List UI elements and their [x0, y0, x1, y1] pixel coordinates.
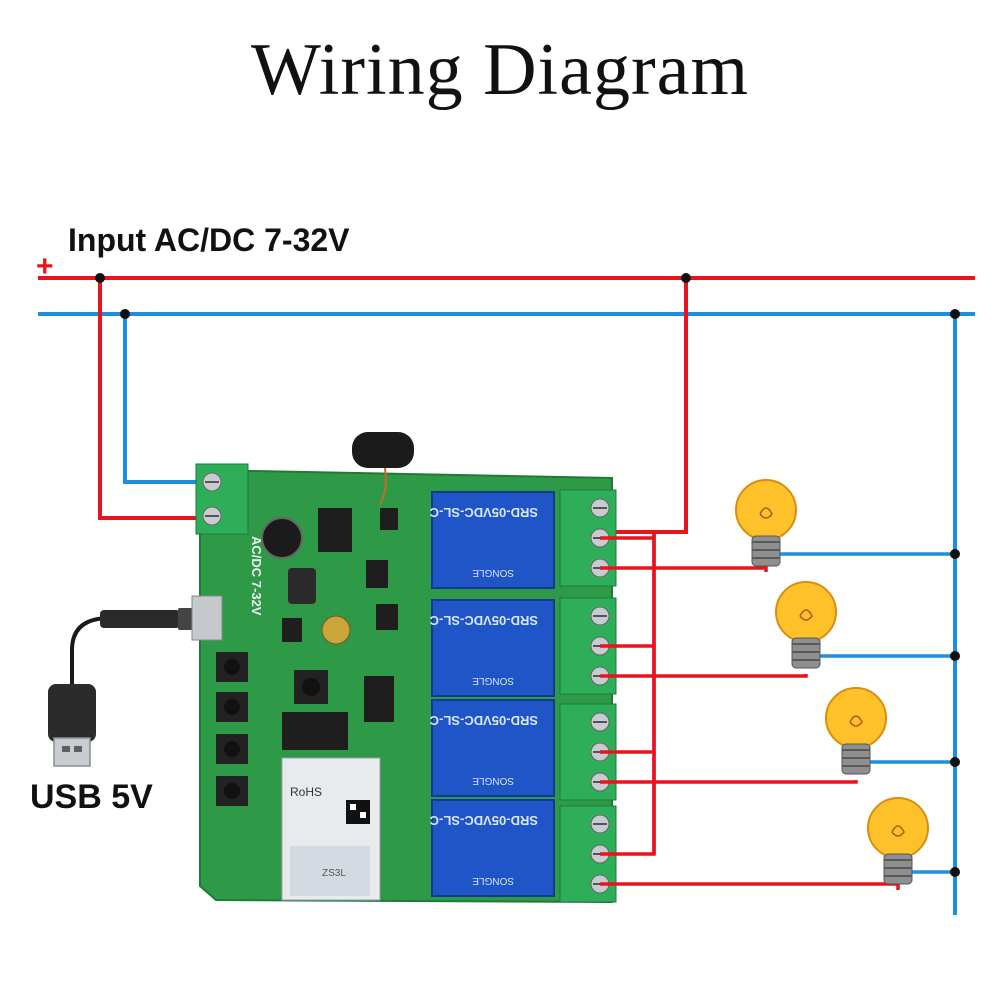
module-name-label: ZS3L: [322, 868, 346, 879]
load-output-wire: [600, 674, 808, 678]
bulb-filament: [849, 715, 863, 727]
junction-dot: [950, 309, 960, 319]
power-input-label: Input AC/DC 7-32V: [68, 222, 350, 258]
relay-brand-label: SONGLE: [472, 875, 514, 886]
junction-dot: [950, 867, 960, 877]
light-bulb-icon: [867, 797, 929, 885]
usb-plug-icon: [48, 684, 96, 767]
load-output-wire: [600, 566, 768, 572]
board-positive-feed: [98, 278, 200, 520]
capacitor: [261, 517, 303, 559]
relay-common-feed: [600, 278, 688, 534]
junction-dot: [120, 309, 130, 319]
usb-cable-strain: [100, 610, 180, 628]
junction-dot: [950, 651, 960, 661]
relay-model-label: SRD-05VDC-SL-C: [429, 613, 538, 628]
relay-brand-label: SONGLE: [472, 567, 514, 578]
ic-chip: [364, 676, 394, 722]
usb-label: USB 5V: [30, 778, 153, 816]
capacitor: [321, 615, 351, 645]
terminal-voltage-label: AC/DC 7-32V: [249, 536, 264, 616]
light-bulb-icon: [775, 581, 837, 669]
relay-3: [431, 699, 555, 797]
load-wiring: [600, 479, 960, 890]
bulb-filament: [799, 609, 813, 621]
manual-buttons: [216, 652, 248, 806]
positive-sign: +: [36, 250, 54, 283]
light-bulb-icon: [825, 687, 887, 775]
bulb-filament: [759, 507, 773, 519]
relay-model-label: SRD-05VDC-SL-C: [429, 505, 538, 520]
inductor: [288, 568, 316, 604]
bulb-glass: [735, 479, 797, 541]
relay-2: [431, 599, 555, 697]
antenna-icon: [352, 432, 414, 506]
relay-brand-label: SONGLE: [472, 775, 514, 786]
bulb-filament: [891, 825, 905, 837]
ic-chip: [282, 712, 348, 750]
relay-1: [431, 491, 555, 589]
relay-group: SRD-05VDC-SL-C SONGLE SRD-05VDC-SL-C SONGLE…: [429, 491, 555, 897]
usb-cable: [70, 616, 170, 690]
load-output-wire: [600, 780, 858, 784]
board-negative-feed: [123, 314, 200, 484]
relay-4: [431, 799, 555, 897]
bulb-glass: [775, 581, 837, 643]
micro-usb-port: [191, 595, 223, 641]
relay-model-label: SRD-05VDC-SL-C: [429, 713, 538, 728]
junction-dot: [95, 273, 105, 283]
load-output-wire: [600, 882, 900, 890]
junction-dot: [681, 273, 691, 283]
junction-dot: [950, 549, 960, 559]
junction-dot: [950, 757, 960, 767]
ic-chip: [318, 508, 352, 552]
page-title: Wiring Diagram: [250, 29, 750, 111]
power-terminal-block: [195, 463, 249, 535]
relay-brand-label: SONGLE: [472, 675, 514, 686]
relay-model-label: SRD-05VDC-SL-C: [429, 813, 538, 828]
bulb-glass: [825, 687, 887, 749]
module-rohs-label: RoHS: [290, 785, 322, 799]
bulb-glass: [867, 797, 929, 859]
light-bulb-icon: [735, 479, 797, 567]
